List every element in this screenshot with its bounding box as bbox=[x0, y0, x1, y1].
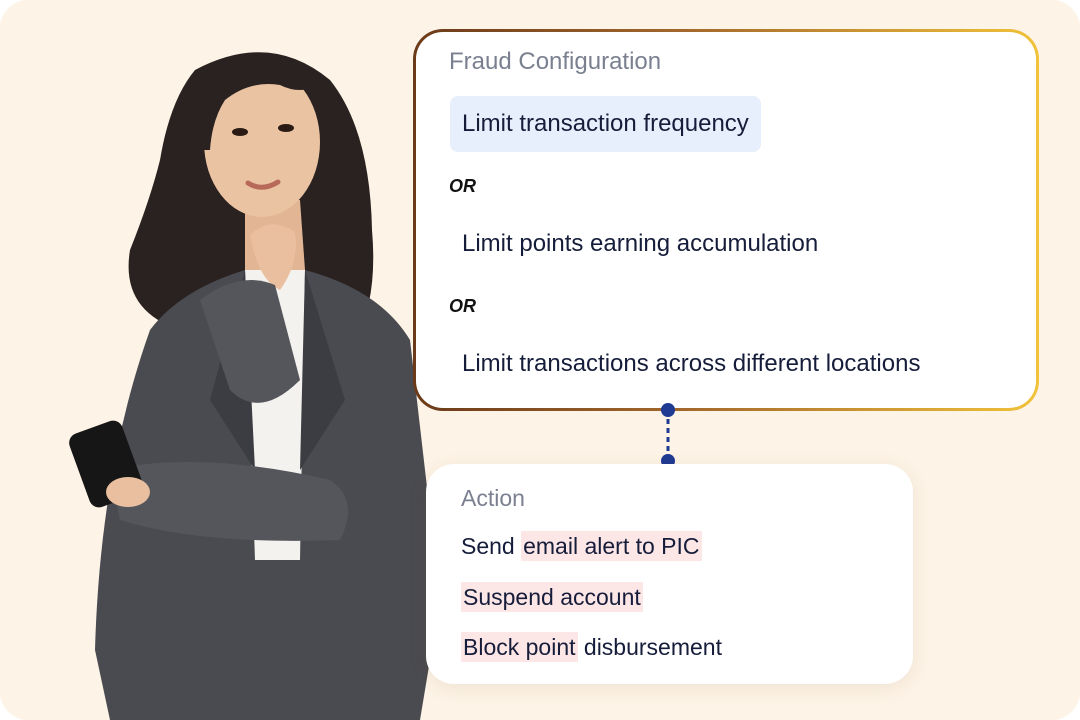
action-item-text: Send bbox=[461, 533, 522, 559]
or-separator: OR bbox=[449, 176, 476, 196]
fraud-configuration-title: Fraud Configuration bbox=[449, 48, 662, 75]
action-item-email-alert[interactable]: Send email alert to PIC bbox=[461, 531, 702, 561]
action-highlight: email alert to PIC bbox=[521, 531, 702, 561]
action-highlight: Block point bbox=[461, 632, 578, 662]
connector-dot-top bbox=[661, 403, 675, 417]
rule-limit-transactions-locations[interactable]: Limit transactions across different loca… bbox=[462, 350, 921, 377]
or-separator: OR bbox=[449, 296, 476, 316]
action-item-text: disbursement bbox=[577, 634, 722, 660]
rule-limit-transaction-frequency[interactable]: Limit transaction frequency bbox=[450, 96, 761, 152]
rule-limit-points-earning[interactable]: Limit points earning accumulation bbox=[462, 230, 819, 257]
action-card: Action Send email alert to PIC Suspend a… bbox=[426, 464, 913, 684]
action-highlight: Suspend account bbox=[461, 582, 643, 612]
action-item-suspend-account[interactable]: Suspend account bbox=[461, 582, 643, 612]
fraud-configuration-card: Fraud Configuration Limit transaction fr… bbox=[413, 29, 1039, 411]
action-title: Action bbox=[461, 485, 525, 511]
action-item-block-point[interactable]: Block point disbursement bbox=[461, 632, 722, 662]
